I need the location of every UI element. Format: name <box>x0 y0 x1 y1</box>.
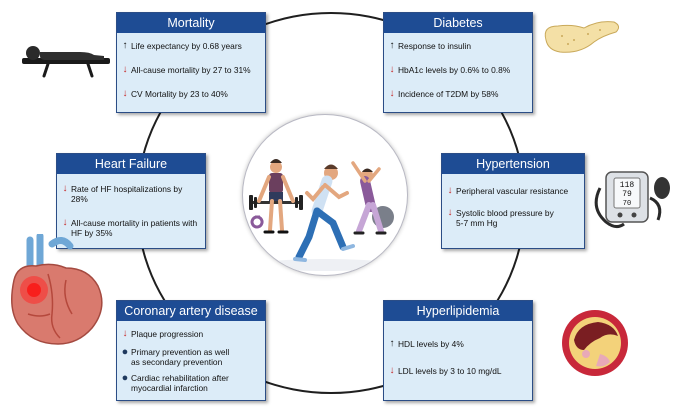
item-text: LDL levels by 3 to 10 mg/dL <box>398 366 502 376</box>
down-arrow-icon: ↓ <box>389 88 395 99</box>
list-item: ↓ Peripheral vascular resistance <box>444 185 578 197</box>
item-text: Plaque progression <box>131 329 204 339</box>
item-text-line: Cardiac rehabilitation after <box>131 373 229 383</box>
mortality-card: Mortality ↑ Life expectancy by 0.68 year… <box>116 12 266 113</box>
item-text-line: HF by 35% <box>71 228 113 238</box>
pancreas-icon <box>540 16 622 56</box>
card-title: Coronary artery disease <box>117 301 265 321</box>
down-arrow-icon: ↓ <box>62 217 68 228</box>
list-item: ↑ Response to insulin <box>386 40 526 52</box>
item-text-line: All-cause mortality in patients with <box>71 218 198 228</box>
down-arrow-icon: ↓ <box>62 183 68 194</box>
list-item: ↓ HbA1c levels by 0.6% to 0.8% <box>386 64 526 76</box>
item-text-line: as secondary prevention <box>131 357 223 367</box>
item-text: CV Mortality by 23 to 40% <box>131 89 228 99</box>
card-title: Heart Failure <box>57 154 205 174</box>
list-item: ● Cardiac rehabilitation after myocardia… <box>119 372 259 394</box>
item-text: Rate of HF hospitalizations by 28% <box>71 184 183 204</box>
heart-failure-card: Heart Failure ↓ Rate of HF hospitalizati… <box>56 153 206 249</box>
list-item: ↓ Incidence of T2DM by 58% <box>386 88 526 100</box>
heart-icon <box>0 234 108 346</box>
list-item: ↓ Systolic blood pressure by 5-7 mm Hg <box>444 207 578 229</box>
weightlifter-icon <box>249 159 303 234</box>
item-text: All-cause mortality by 27 to 31% <box>131 65 251 75</box>
down-arrow-icon: ↓ <box>389 64 395 75</box>
item-text: Life expectancy by 0.68 years <box>131 41 242 51</box>
list-item: ↓ Plaque progression <box>119 328 259 340</box>
down-arrow-icon: ↓ <box>122 64 128 75</box>
down-arrow-icon: ↓ <box>447 207 453 218</box>
card-title: Hypertension <box>442 154 584 174</box>
list-item: ↓ CV Mortality by 23 to 40% <box>119 88 259 100</box>
up-arrow-icon: ↑ <box>389 40 395 51</box>
card-title: Mortality <box>117 13 265 33</box>
person-lying-icon <box>20 42 112 80</box>
down-arrow-icon: ↓ <box>122 88 128 99</box>
down-arrow-icon: ↓ <box>447 185 453 196</box>
up-arrow-icon: ↑ <box>122 40 128 51</box>
coronary-artery-disease-card: Coronary artery disease ↓ Plaque progres… <box>116 300 266 401</box>
exercise-illustration <box>242 114 408 276</box>
item-text: Peripheral vascular resistance <box>456 186 569 196</box>
list-item: ↓ Rate of HF hospitalizations by 28% <box>59 183 199 205</box>
item-text: HbA1c levels by 0.6% to 0.8% <box>398 65 511 75</box>
list-item: ↓ All-cause mortality in patients with H… <box>59 217 199 239</box>
item-text-line: Primary prevention as well <box>131 347 230 357</box>
bullet-icon: ● <box>121 346 129 358</box>
hyperlipidemia-card: Hyperlipidemia ↑ HDL levels by 4% ↓ LDL … <box>383 300 533 401</box>
item-text: Response to insulin <box>398 41 472 51</box>
diastolic-reading: 79 <box>622 190 632 199</box>
card-title: Hyperlipidemia <box>384 301 532 321</box>
up-arrow-icon: ↑ <box>389 338 395 349</box>
list-item: ↑ Life expectancy by 0.68 years <box>119 40 259 52</box>
runner-icon <box>293 164 355 262</box>
list-item: ↓ All-cause mortality by 27 to 31% <box>119 64 259 76</box>
list-item: ↓ LDL levels by 3 to 10 mg/dL <box>386 365 526 377</box>
systolic-reading: 118 <box>620 181 635 190</box>
blood-pressure-monitor-icon: 118 79 70 <box>592 158 676 238</box>
item-text-line: 5-7 mm Hg <box>456 218 498 228</box>
hypertension-card: Hypertension ↓ Peripheral vascular resis… <box>441 153 585 249</box>
item-text-line: Systolic blood pressure by <box>456 208 554 218</box>
stretching-person-icon <box>351 161 394 235</box>
pulse-reading: 70 <box>623 200 631 208</box>
down-arrow-icon: ↓ <box>389 365 395 376</box>
artery-plaque-icon <box>560 308 630 378</box>
bullet-icon: ● <box>121 372 129 384</box>
card-title: Diabetes <box>384 13 532 33</box>
list-item: ↑ HDL levels by 4% <box>386 338 526 350</box>
diabetes-card: Diabetes ↑ Response to insulin ↓ HbA1c l… <box>383 12 533 113</box>
item-text-line: myocardial infarction <box>131 383 208 393</box>
item-text: HDL levels by 4% <box>398 339 464 349</box>
list-item: ● Primary prevention as well as secondar… <box>119 346 259 368</box>
down-arrow-icon: ↓ <box>122 328 128 339</box>
item-text: Incidence of T2DM by 58% <box>398 89 499 99</box>
